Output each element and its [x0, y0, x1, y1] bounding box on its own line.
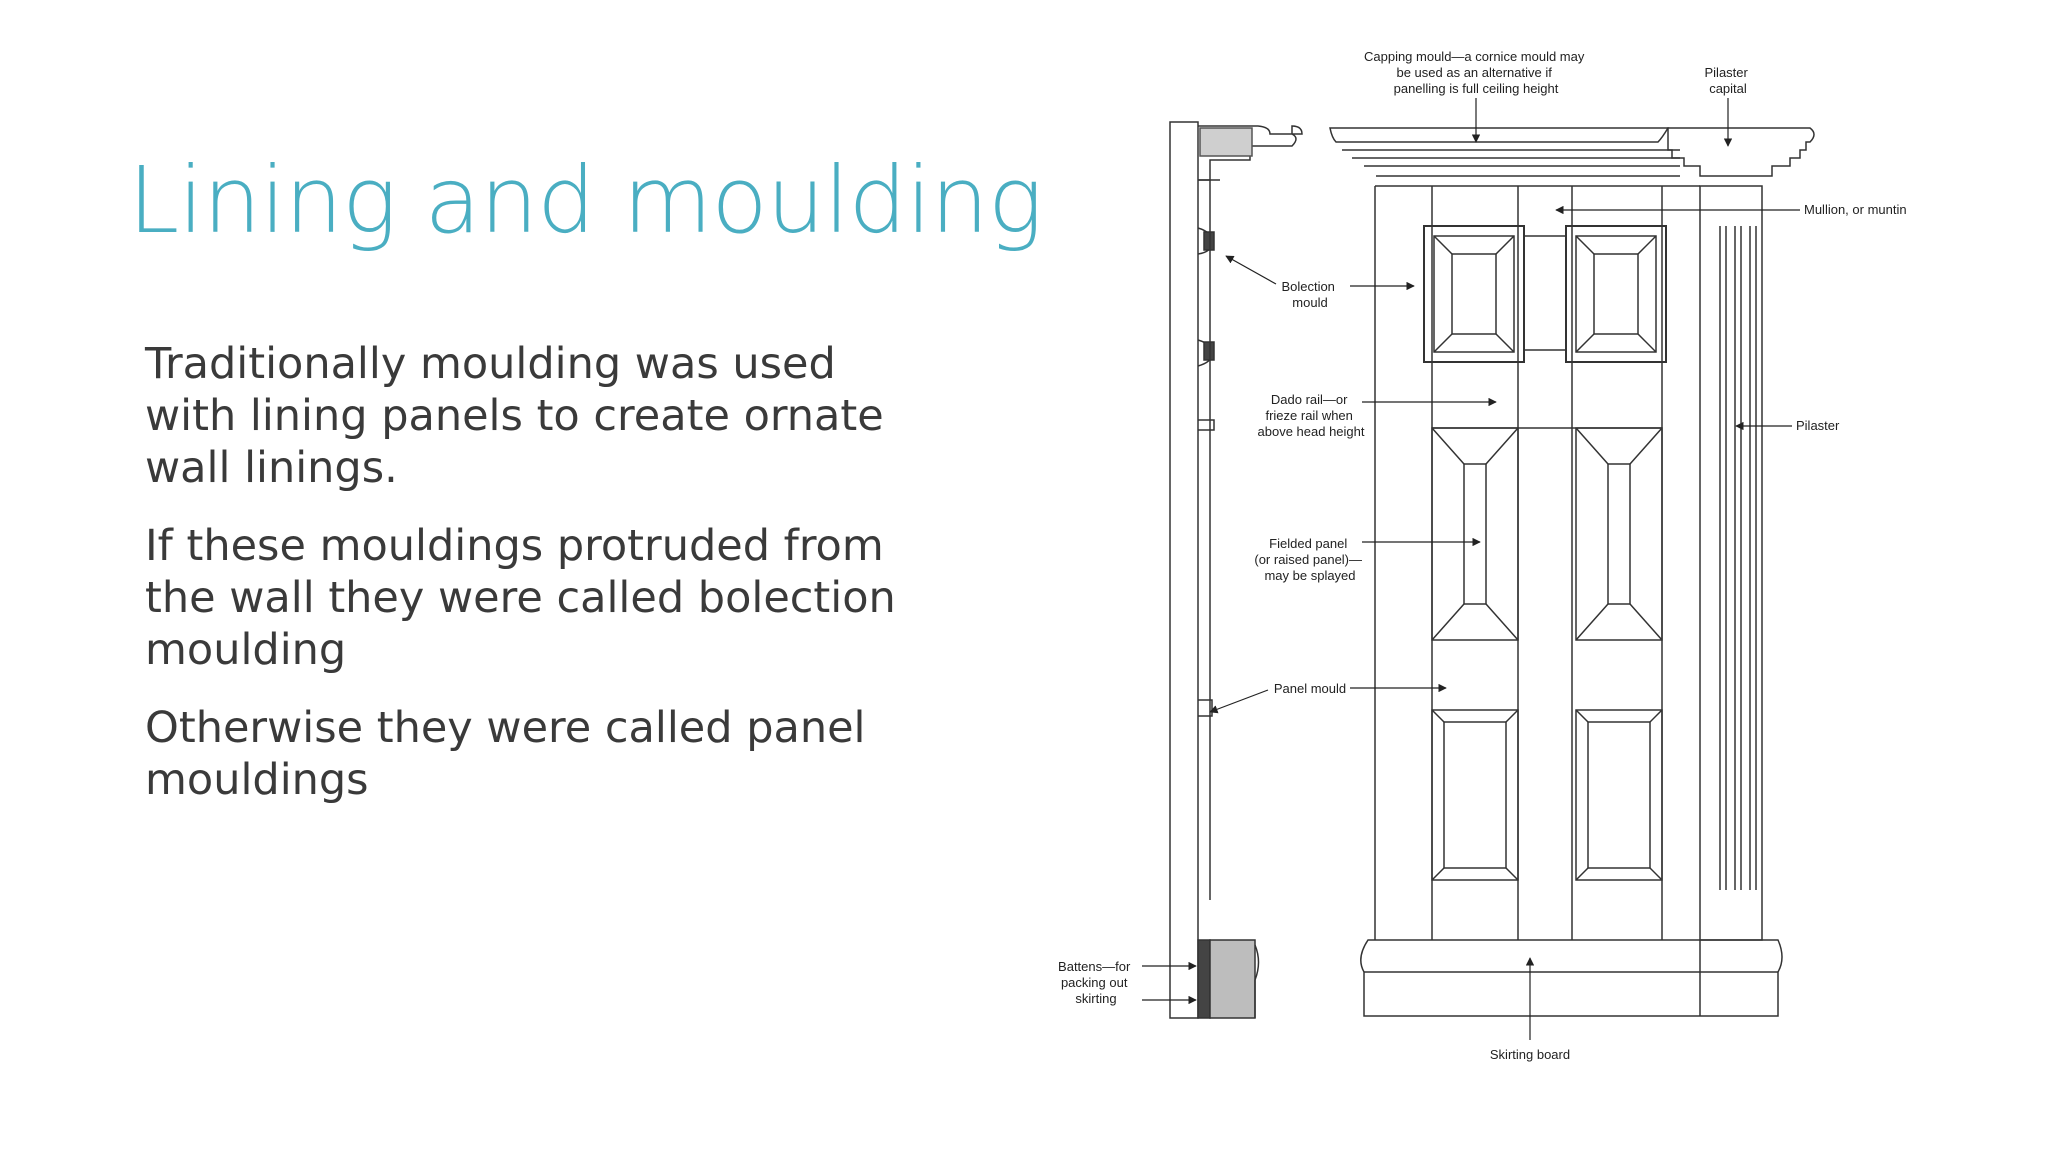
slide-body: Traditionally moulding was used with lin… [145, 338, 905, 832]
pilaster-label: Pilaster [1796, 418, 1840, 433]
elevation [1329, 127, 1815, 1017]
wall-section [1169, 121, 1199, 1019]
panelling-diagram: Capping mould—a cornice mould may be use… [1058, 49, 1907, 1062]
diagram-labels: Capping mould—a cornice mould may be use… [1058, 49, 1907, 1062]
pilaster-capital-label: Pilaster capital [1705, 65, 1752, 96]
annotation-arrows [1142, 98, 1800, 1040]
paragraph-1: Traditionally moulding was used with lin… [145, 339, 884, 493]
skirting-profile [1209, 939, 1256, 1019]
pilaster-shaft [1699, 185, 1763, 941]
bolection-panel-right [1565, 225, 1667, 363]
pilaster-capital [1667, 127, 1815, 177]
battens-label: Battens—for packing out skirting [1058, 959, 1134, 1006]
capping-mould [1329, 127, 1670, 143]
bolection-mould-label: Bolection mould [1281, 279, 1338, 310]
slide-title: Lining and moulding [128, 147, 1043, 254]
panel-mould-label: Panel mould [1274, 681, 1346, 696]
fielded-panel-left [1431, 427, 1519, 641]
skirting-board [1360, 939, 1783, 1017]
batten-profile [1197, 939, 1211, 1019]
moulded-panel-left [1431, 709, 1519, 881]
section-profile [1169, 121, 1303, 1019]
paragraph-3: Otherwise they were called panel mouldin… [145, 703, 866, 805]
capping-mould-label: Capping mould—a cornice mould may be use… [1364, 49, 1588, 96]
cornice-profile [1198, 125, 1303, 181]
paragraph-2: If these mouldings protruded from the wa… [145, 521, 896, 675]
moulded-panel-right [1575, 709, 1663, 881]
dado-rail-label: Dado rail—or frieze rail when above head… [1258, 392, 1365, 439]
bolection-panel-left [1423, 225, 1525, 363]
mullion-label: Mullion, or muntin [1804, 202, 1907, 217]
fielded-panel-right [1575, 427, 1663, 641]
skirting-board-label: Skirting board [1490, 1047, 1570, 1062]
fielded-panel-label: Fielded panel (or raised panel)— may be … [1254, 536, 1365, 583]
